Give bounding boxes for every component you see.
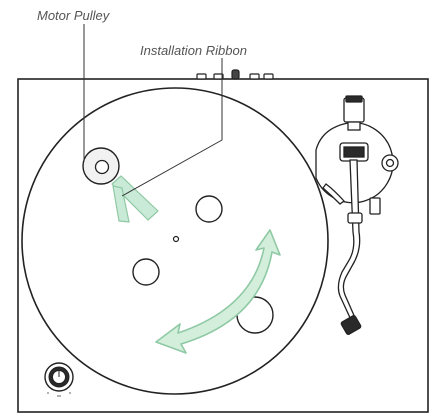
counterweight-cap — [345, 95, 363, 103]
rear-controls — [196, 69, 274, 80]
rear-switch — [249, 73, 260, 80]
speed-knob-icon — [44, 362, 74, 397]
arm-rest — [369, 197, 381, 215]
rear-knob — [231, 69, 240, 80]
tonearm-pivot-dark — [343, 146, 365, 158]
spindle — [172, 235, 180, 243]
tonearm-assembly — [315, 95, 399, 335]
installation-ribbon-label: Installation Ribbon — [140, 43, 247, 58]
platter-hole — [195, 195, 223, 223]
anti-skate-knob-inner — [385, 158, 395, 168]
platter-hole — [132, 258, 160, 286]
arm-clip — [347, 212, 363, 224]
rear-switch — [263, 73, 274, 80]
rear-switch — [196, 73, 207, 80]
headshell — [340, 315, 362, 335]
ribbon-band — [111, 175, 159, 221]
rear-switch — [213, 73, 224, 80]
installation-ribbon — [111, 175, 159, 223]
installation-ribbon-leader — [121, 58, 223, 197]
motor-pulley-inner — [94, 159, 110, 175]
counterweight-ring — [347, 121, 361, 131]
motor-pulley-label: Motor Pulley — [37, 8, 111, 23]
curved-arrow-icon — [155, 229, 281, 354]
motor-pulley — [82, 147, 120, 185]
ribbon-band — [112, 185, 130, 223]
cue-lever — [322, 183, 345, 205]
